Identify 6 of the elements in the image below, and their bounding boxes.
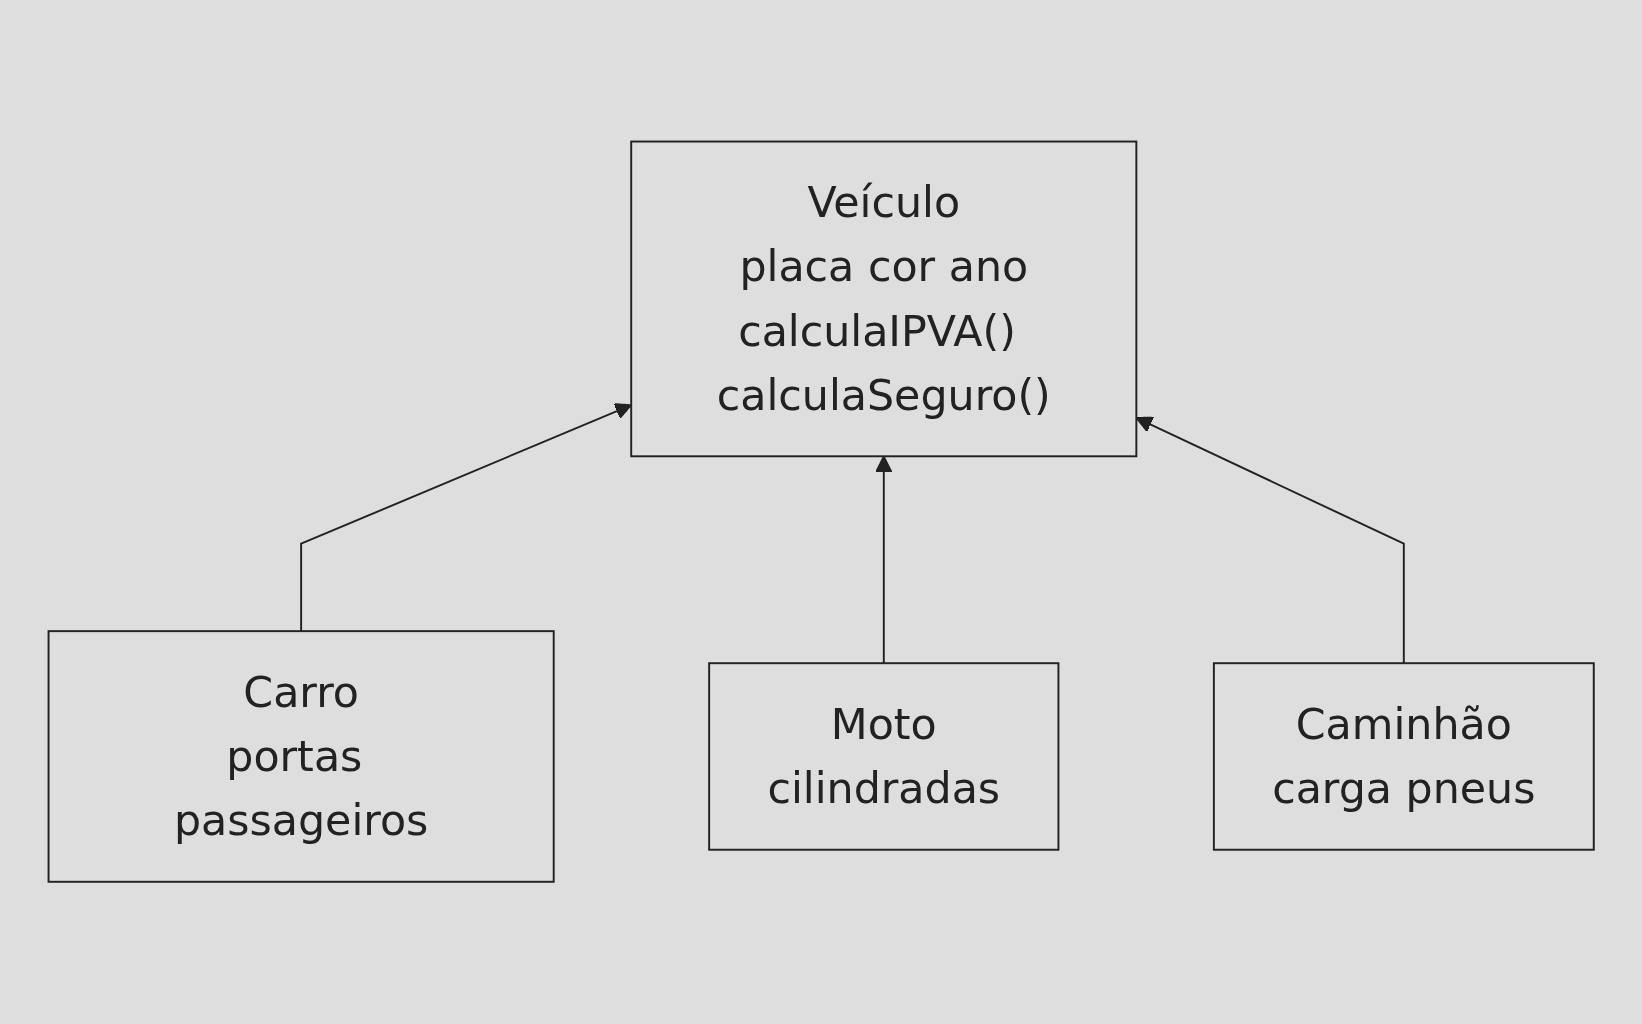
arrow [300, 403, 632, 633]
node-box: Veículo placa cor ano calculaIPVA() calculaSeguro() [630, 140, 1138, 458]
node-box: Carro portas passageiros [47, 630, 555, 884]
arrow [875, 455, 893, 665]
node-box: Caminhão carga pneus [1212, 662, 1595, 852]
node-box: Moto cilindradas [708, 662, 1060, 852]
